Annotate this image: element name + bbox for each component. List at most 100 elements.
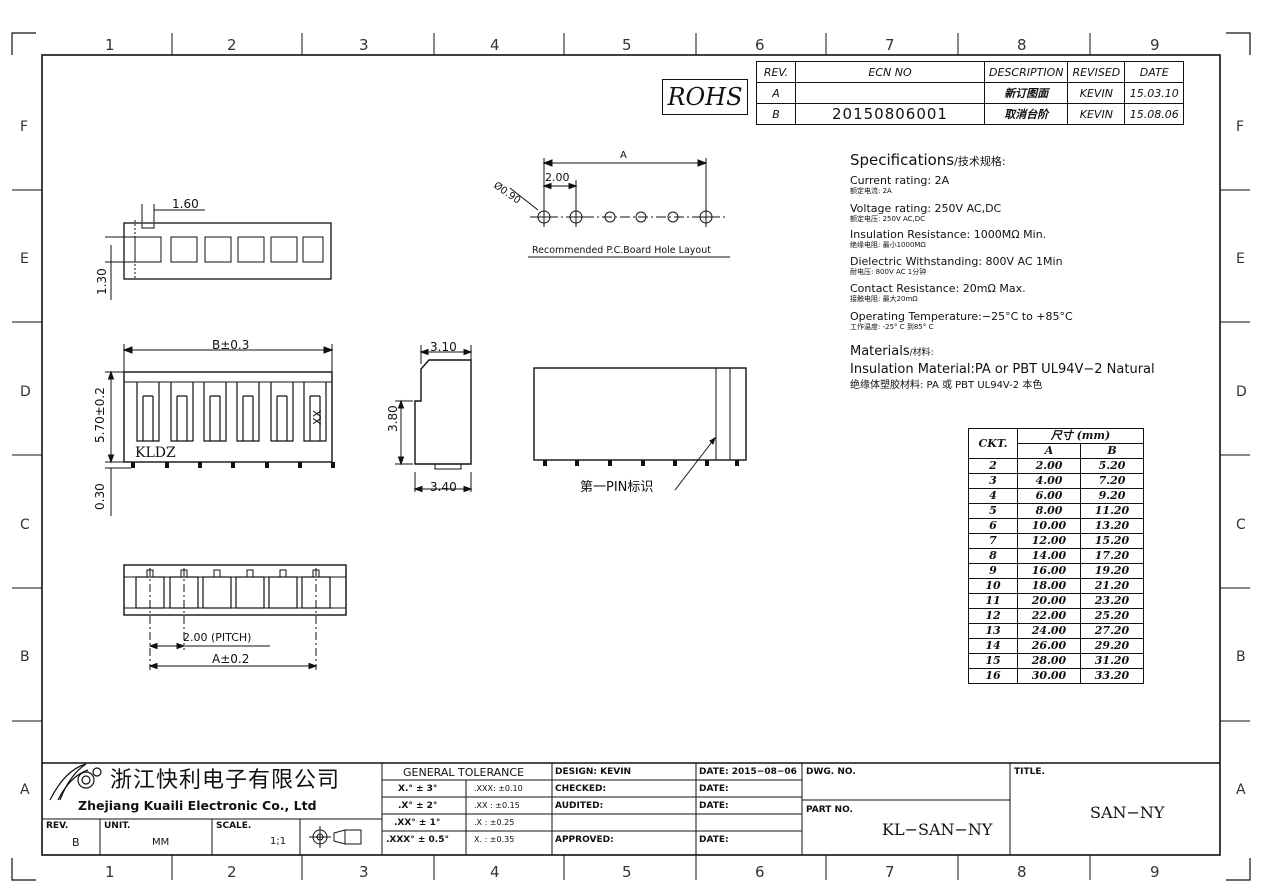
dim-b-cell: 17.20 <box>1080 548 1144 564</box>
materials-cn: 绝缘体塑胶材料: PA 或 PBT UL94V-2 本色 <box>850 380 1043 391</box>
zone-column-label: 2 <box>227 863 237 881</box>
part-no-value: KL−SAN−NY <box>882 820 993 839</box>
zone-row-label: D <box>1236 384 1247 400</box>
rev-label: REV. <box>46 821 69 831</box>
zone-column-label: 7 <box>885 863 895 881</box>
zone-column-label: 1 <box>105 36 115 54</box>
zone-row-label: F <box>1236 119 1245 135</box>
spec-title-en: Specifications <box>850 151 955 169</box>
rear-view-drawing <box>533 367 747 491</box>
audited-date: DATE: <box>699 801 729 811</box>
description-cell: 新订图面 <box>983 82 1069 104</box>
dim-b-cell: 33.20 <box>1080 668 1144 684</box>
hole-dim-a: A <box>620 150 627 161</box>
top-view-drawing <box>105 204 332 300</box>
spec-item-cn: 额定电压: 250V AC,DC <box>850 215 926 223</box>
unit-label: UNIT. <box>104 821 131 831</box>
zone-column-label: 1 <box>105 863 115 881</box>
dim-b-cell: 7.20 <box>1080 473 1144 489</box>
checked-field: CHECKED: <box>555 784 607 794</box>
approved-date: DATE: <box>699 835 729 845</box>
side-view-top-dim: 3.10 <box>430 340 457 354</box>
revision-row: A 新订图面 KEVIN 15.03.10 <box>756 82 1185 104</box>
zone-column-label: 4 <box>490 36 500 54</box>
scale-label: SCALE. <box>216 821 252 831</box>
spec-item-en: Contact Resistance: 20mΩ Max. <box>850 282 1026 295</box>
scale-value: 1;1 <box>270 836 287 847</box>
spec-item-en: Operating Temperature:−25°C to +85°C <box>850 310 1073 323</box>
dim-b-cell: 29.20 <box>1080 638 1144 654</box>
tol-angle: .XX° ± 1° <box>394 818 441 828</box>
tol-linear: .X : ±0.25 <box>474 818 515 827</box>
revision-table: REV. ECN NO DESCRIPTION REVISED DATE A 新… <box>756 61 1185 125</box>
zone-column-label: 6 <box>755 863 765 881</box>
materials-title: Materials/材料: <box>850 345 934 358</box>
hole-pitch-dim: 2.00 <box>545 171 570 184</box>
hole-layout-caption: Recommended P.C.Board Hole Layout <box>532 245 711 256</box>
tol-linear: .XXX: ±0.10 <box>474 784 523 793</box>
dim-b-cell: 5.20 <box>1080 458 1144 474</box>
zone-row-label: F <box>20 119 29 135</box>
front-view-brand: KLDZ <box>135 445 176 461</box>
company-logo <box>49 763 102 801</box>
spec-title-cn: /技术规格: <box>954 155 1006 168</box>
tol-linear: X. : ±0.35 <box>474 835 515 844</box>
front-view-drawing <box>105 344 335 516</box>
spec-item-cn: 绝缘电阻: 最小1000MΩ <box>850 241 926 249</box>
dim-b-cell: 23.20 <box>1080 593 1144 609</box>
zone-column-label: 6 <box>755 36 765 54</box>
front-view-width-dim: B±0.3 <box>212 338 250 352</box>
ecn-header-cell: ECN NO <box>795 61 985 83</box>
zone-column-label: 9 <box>1150 36 1160 54</box>
zone-column-label: 5 <box>622 863 632 881</box>
materials-en: Insulation Material:PA or PBT UL94V−2 Na… <box>850 362 1155 377</box>
zone-row-label: E <box>20 251 29 267</box>
checked-date: DATE: <box>699 784 729 794</box>
rev-value: B <box>72 836 80 849</box>
dim-a-cell: 22.00 <box>1017 608 1081 624</box>
zone-row-label: C <box>20 517 30 533</box>
description-cell: 取消台阶 <box>983 103 1069 125</box>
ckt-subheader-row: A B <box>969 443 1144 459</box>
ckt-header-cell: CKT. <box>968 428 1018 459</box>
dim-b-cell: 27.20 <box>1080 623 1144 639</box>
zone-column-label: 4 <box>490 863 500 881</box>
spec-item-en: Current rating: 2A <box>850 174 950 187</box>
dim-a-cell: 30.00 <box>1017 668 1081 684</box>
design-date: DATE: 2015−08−06 <box>699 767 797 777</box>
spec-item-cn: 耐电压: 800V AC 1分钟 <box>850 268 927 276</box>
top-view-width-dim: 1.60 <box>172 197 199 211</box>
unit-value: MM <box>152 837 170 848</box>
title-value: SAN−NY <box>1090 803 1165 822</box>
zone-row-label: B <box>1236 649 1246 665</box>
dim-b-cell: 15.20 <box>1080 533 1144 549</box>
zone-column-label: 7 <box>885 36 895 54</box>
date-cell: 15.03.10 <box>1124 82 1185 104</box>
tol-angle: .X° ± 2° <box>398 801 438 811</box>
side-view-drawing <box>395 345 473 493</box>
spec-item-en: Dielectric Withstanding: 800V AC 1Min <box>850 255 1063 268</box>
bottom-view-pitch-dim: 2.00 (PITCH) <box>183 631 252 644</box>
zone-column-label: 8 <box>1017 863 1027 881</box>
zone-column-label: 3 <box>359 36 369 54</box>
revised-cell: KEVIN <box>1067 103 1126 125</box>
title-label: TITLE. <box>1014 767 1045 777</box>
zone-row-label: B <box>20 649 30 665</box>
audited-field: AUDITED: <box>555 801 604 811</box>
dim-a-cell: 4.00 <box>1017 473 1081 489</box>
spec-item-cn: 额定电流: 2A <box>850 187 892 195</box>
rohs-label: ROHS <box>662 79 748 115</box>
ecn-cell: 20150806001 <box>795 103 985 125</box>
spec-title: Specifications/技术规格: <box>850 153 1006 168</box>
